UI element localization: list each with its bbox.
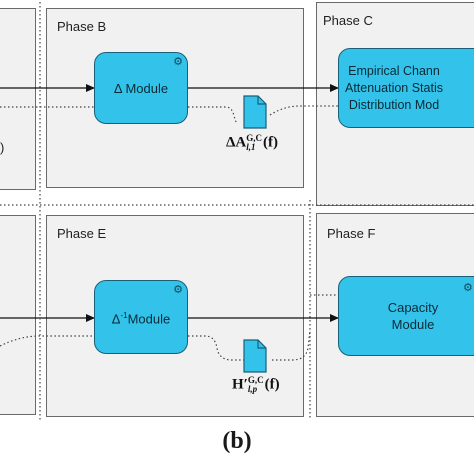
phase-a-bottom-panel: [0, 215, 36, 415]
left-fragment-text: ): [0, 140, 5, 155]
gear-icon: ⚙: [173, 56, 183, 68]
delta-a-base: ΔA: [226, 134, 247, 151]
empirical-distribution-module[interactable]: Empirical Chann Attenuation Statis Distr…: [338, 48, 474, 128]
gear-icon: ⚙: [173, 284, 183, 296]
dotted-flow-cross: [0, 204, 474, 296]
h-prime-base: H′: [232, 376, 248, 393]
delta-a-arg: (f): [263, 134, 278, 151]
phase-e-title: Phase E: [57, 226, 107, 241]
delta-module-label: Δ Module: [113, 80, 169, 96]
gear-icon: ⚙: [463, 282, 473, 294]
empirical-module-label: Empirical Chann Attenuation Statis Distr…: [345, 63, 443, 112]
dotted-flow-bottom: [0, 329, 311, 361]
h-prime-arg: (f): [264, 376, 280, 393]
inverse-delta-superscript: -1: [120, 310, 128, 320]
phase-a-top-panel: [0, 8, 36, 190]
file-icon-top-fold: [257, 96, 266, 105]
phase-b-title: Phase B: [57, 19, 107, 34]
file-icon-bottom: [243, 339, 267, 373]
h-prime-sub: l,p: [247, 384, 258, 394]
file-icon-bottom-fold: [257, 340, 266, 349]
figure-caption: (b): [222, 428, 252, 454]
phase-c-title: Phase C: [323, 13, 373, 28]
capacity-module-label: Capacity Module: [387, 300, 439, 332]
file-icon-top: [243, 95, 267, 129]
inverse-delta-base: Δ: [111, 311, 121, 327]
delta-module[interactable]: ⚙ Δ Module: [94, 52, 188, 124]
delta-a-sub: l,1: [246, 142, 256, 152]
inverse-delta-module[interactable]: ⚙ Δ-1Module: [94, 280, 188, 354]
delta-a-sup: G,C: [246, 133, 262, 143]
dotted-flow-vertical: [39, 2, 311, 420]
inverse-delta-module-label: Δ-1Module: [112, 307, 170, 327]
h-prime-sup: G,C: [247, 375, 264, 385]
phase-f-title: Phase F: [327, 226, 376, 241]
capacity-module[interactable]: ⚙ Capacity Module: [338, 276, 474, 356]
inverse-delta-word: Module: [127, 311, 171, 327]
